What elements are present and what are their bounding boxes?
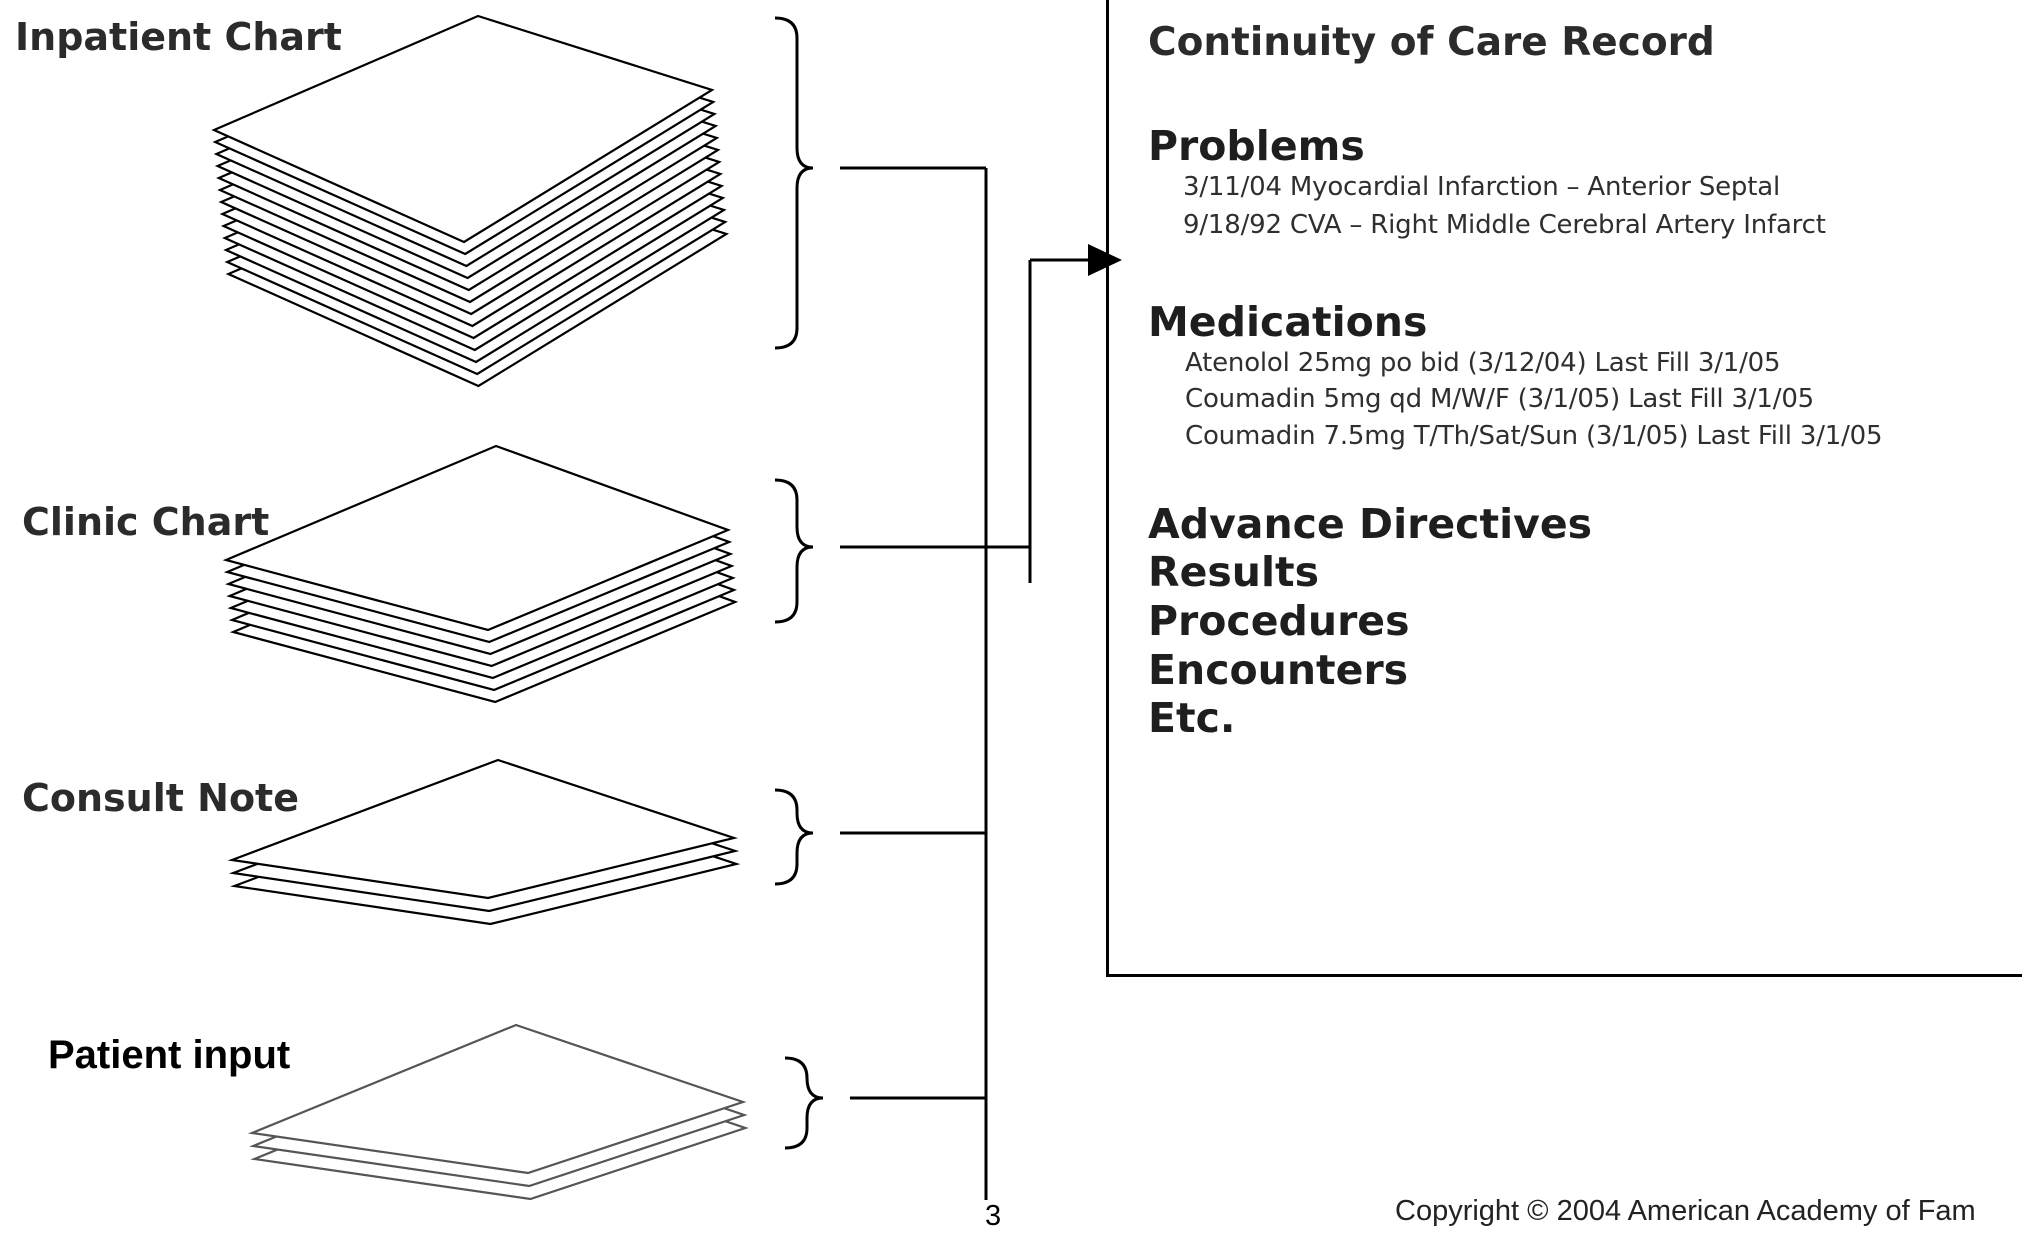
brace [774, 788, 814, 886]
section-procedures: Procedures [1148, 597, 1410, 645]
section-encounters: Encounters [1148, 646, 1409, 694]
document-stack [247, 1023, 749, 1201]
medication-item: Atenolol 25mg po bid (3/12/04) Last Fill… [1185, 348, 1781, 378]
paper-sheet [227, 758, 738, 900]
brace [774, 478, 814, 624]
connector-lines [840, 166, 1122, 1200]
ccr-record-box [1106, 0, 2022, 977]
source-label-patient-input: Patient input [48, 1033, 291, 1077]
paper-sheet [247, 1023, 747, 1175]
brace [784, 1056, 824, 1150]
section-advance-directives: Advance Directives [1148, 500, 1593, 548]
arrow-head-icon [1088, 244, 1122, 276]
problem-item: 9/18/92 CVA – Right Middle Cerebral Arte… [1183, 210, 1826, 240]
braces [774, 16, 824, 1150]
copyright-notice: Copyright © 2004 American Academy of Fam [1395, 1195, 1976, 1227]
source-label-inpatient-chart: Inpatient Chart [15, 15, 342, 59]
document-stack [227, 758, 741, 926]
ccr-title: Continuity of Care Record [1148, 20, 1715, 65]
slide-number: 3 [985, 1200, 1002, 1232]
paper-sheet [211, 14, 715, 244]
problem-item: 3/11/04 Myocardial Infarction – Anterior… [1183, 172, 1780, 202]
source-label-consult-note: Consult Note [22, 776, 299, 820]
document-stack [222, 444, 739, 704]
paper-sheet [222, 444, 732, 632]
problems-heading: Problems [1148, 122, 1365, 170]
document-stack [211, 14, 730, 388]
document-stacks [211, 14, 749, 1201]
source-label-clinic-chart: Clinic Chart [22, 500, 270, 544]
section-etc: Etc. [1148, 694, 1236, 742]
section-results: Results [1148, 548, 1320, 596]
brace [774, 16, 814, 350]
medication-item: Coumadin 7.5mg T/Th/Sat/Sun (3/1/05) Las… [1185, 421, 1883, 451]
medications-heading: Medications [1148, 298, 1428, 346]
medication-item: Coumadin 5mg qd M/W/F (3/1/05) Last Fill… [1185, 384, 1815, 414]
